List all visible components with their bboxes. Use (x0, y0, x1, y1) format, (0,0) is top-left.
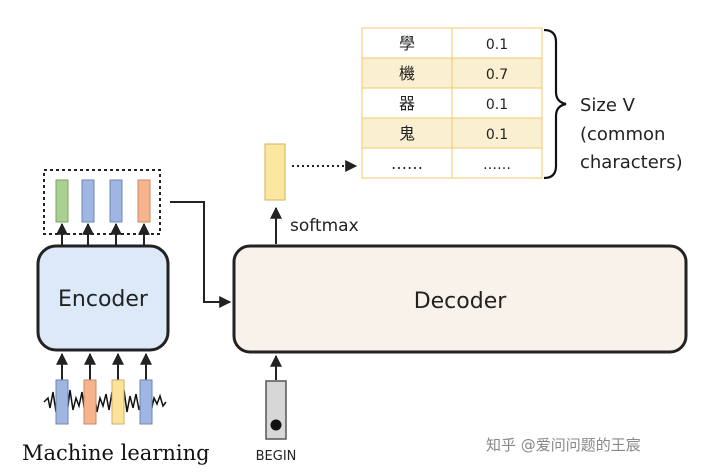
input-feature-vector (139, 379, 153, 425)
softmax-label: softmax (290, 216, 359, 236)
vocab-table: 學 0.1 機 0.7 器 0.1 鬼 0.1 …… …… (361, 27, 543, 179)
table-cell (451, 87, 543, 119)
table-cell (451, 27, 543, 59)
table-char: 學 (399, 34, 415, 53)
table-cell (361, 87, 453, 119)
table-cell (361, 117, 453, 149)
table-cell (451, 117, 543, 149)
softmax-output-vector (264, 143, 286, 201)
decoder-label: Decoder (414, 289, 508, 314)
table-prob: 0.7 (486, 67, 508, 83)
size-note-line2: (common (580, 124, 665, 145)
begin-label: BEGIN (256, 449, 297, 464)
input-feature-vector (111, 379, 125, 425)
table-char: 機 (399, 64, 415, 83)
size-note-line1: Size V (580, 95, 636, 116)
encoder-output-vector (137, 179, 151, 223)
encoder-to-decoder-arrow (170, 201, 232, 308)
input-feature-vector (55, 379, 69, 425)
table-prob: …… (483, 157, 511, 173)
encoder-output-vector (109, 179, 123, 223)
input-feature-vector (83, 379, 97, 425)
size-brace (543, 28, 567, 180)
encoder-output-vector (55, 179, 69, 223)
encoder-output-vector (81, 179, 95, 223)
encoder-box (36, 244, 170, 352)
begin-token-dot (270, 419, 282, 431)
decoder-box (232, 244, 688, 354)
table-prob: 0.1 (486, 97, 508, 113)
input-caption: Machine learning (22, 441, 210, 465)
table-prob: 0.1 (486, 37, 508, 53)
table-char: 器 (399, 94, 415, 113)
encoder-label: Encoder (58, 287, 149, 312)
size-note-line3: characters) (580, 152, 683, 173)
table-cell (451, 147, 543, 179)
watermark: 知乎 @爱问问题的王宸 (486, 436, 641, 454)
table-prob: 0.1 (486, 127, 508, 143)
table-char: …… (391, 154, 423, 173)
table-char: 鬼 (399, 124, 415, 143)
table-cell (361, 147, 453, 179)
